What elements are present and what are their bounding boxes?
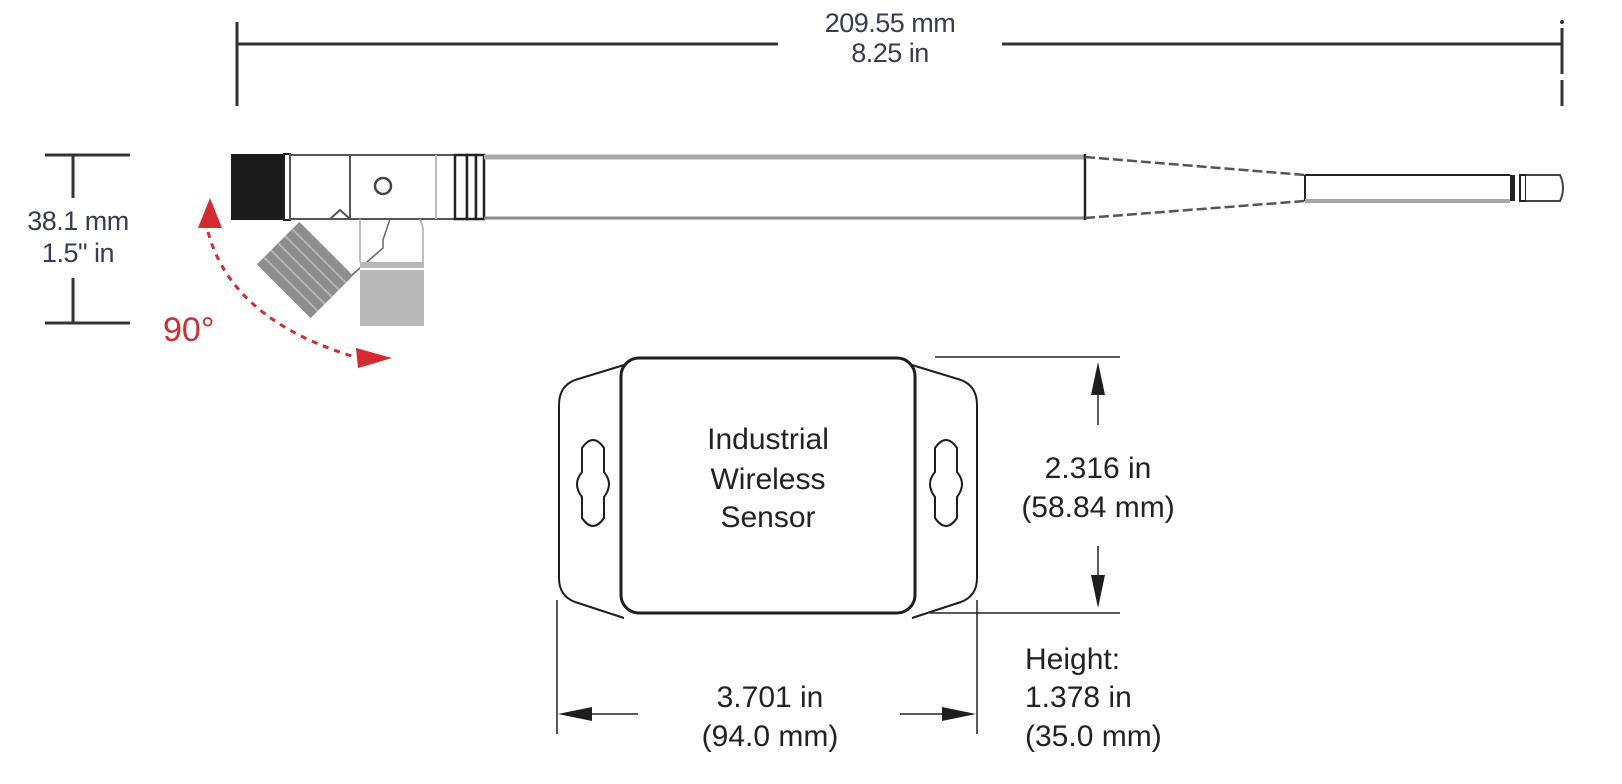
antenna-length-dimension — [235, 22, 1564, 106]
sensor-name-line-2: Wireless — [710, 463, 826, 496]
connector-height-mm: 38.1 mm — [27, 206, 129, 236]
connector-height-in: 1.5" in — [41, 238, 115, 268]
sensor-name-line-1: Industrial — [707, 423, 829, 456]
sensor-depth-label: Height: — [1025, 643, 1121, 676]
antenna-length-in: 8.25 in — [851, 38, 929, 68]
sensor-name-line-3: Sensor — [720, 501, 816, 534]
antenna-icon — [231, 153, 1564, 326]
sensor-width-mm: (94.0 mm) — [701, 720, 839, 753]
sensor-enclosure-icon — [558, 356, 978, 619]
sensor-width-dimension — [556, 600, 978, 734]
sensor-height-dimension — [930, 356, 1120, 614]
sensor-depth-in: 1.378 in — [1025, 681, 1132, 714]
sensor-height-mm: (58.84 mm) — [1021, 491, 1175, 524]
antenna-length-mm: 209.55 mm — [824, 8, 956, 38]
rotation-arrow-icon — [198, 198, 392, 368]
connector-height-dimension — [45, 153, 130, 325]
sensor-width-in: 3.701 in — [716, 681, 824, 714]
sensor-height-in: 2.316 in — [1044, 452, 1152, 485]
sensor-depth-mm: (35.0 mm) — [1025, 720, 1162, 753]
rotation-angle-label: 90° — [163, 311, 215, 349]
